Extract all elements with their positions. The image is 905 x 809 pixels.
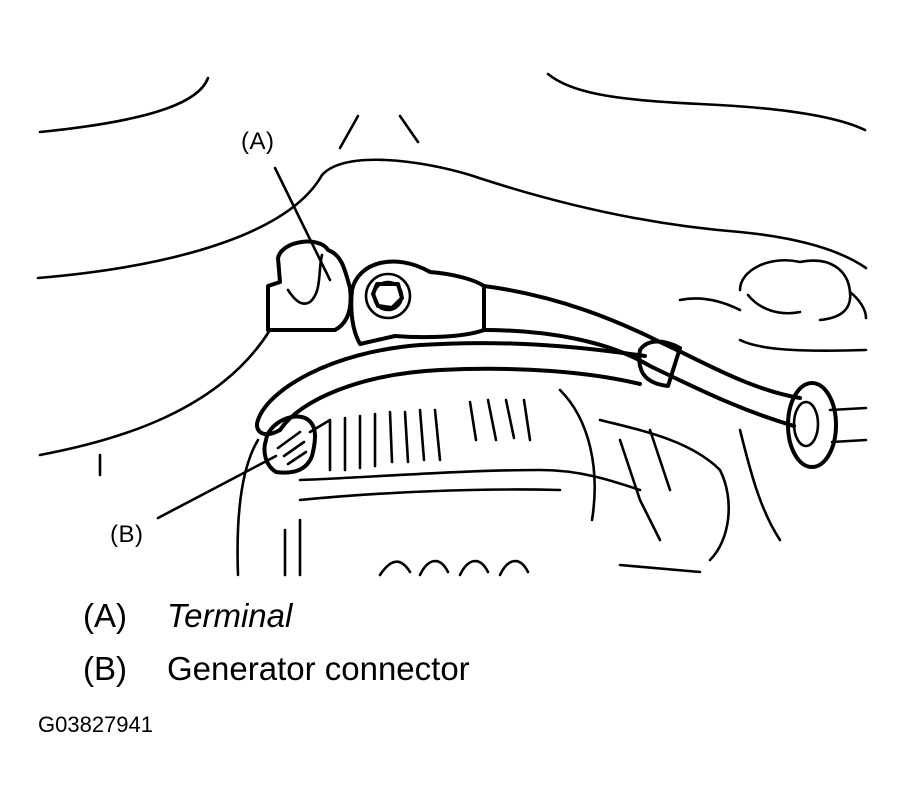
- terminal-a: [266, 239, 486, 346]
- terminal-cable: [482, 284, 802, 428]
- background-outlines: [36, 72, 868, 577]
- grommet: [786, 381, 868, 469]
- legend-row-terminal: (A) Terminal: [83, 597, 292, 635]
- leader-line-b: [156, 454, 278, 520]
- legend-row-generator-connector: (B) Generator connector: [83, 650, 470, 688]
- right-components: [678, 259, 868, 352]
- figure-id: G03827941: [38, 712, 153, 737]
- callout-a: (A): [241, 128, 275, 155]
- legend-label: Generator connector: [167, 650, 470, 687]
- generator-terminal-illustration: [36, 72, 868, 577]
- leader-lines: [156, 166, 332, 520]
- legend-key: (B): [83, 650, 127, 687]
- legend-key: (A): [83, 597, 127, 634]
- leader-line-a: [273, 166, 332, 282]
- callout-b: (B): [110, 521, 144, 548]
- connector-cable: [255, 341, 647, 437]
- generator-body: [283, 388, 782, 577]
- legend-label: Terminal: [167, 597, 293, 634]
- generator-connector-b: [262, 414, 317, 475]
